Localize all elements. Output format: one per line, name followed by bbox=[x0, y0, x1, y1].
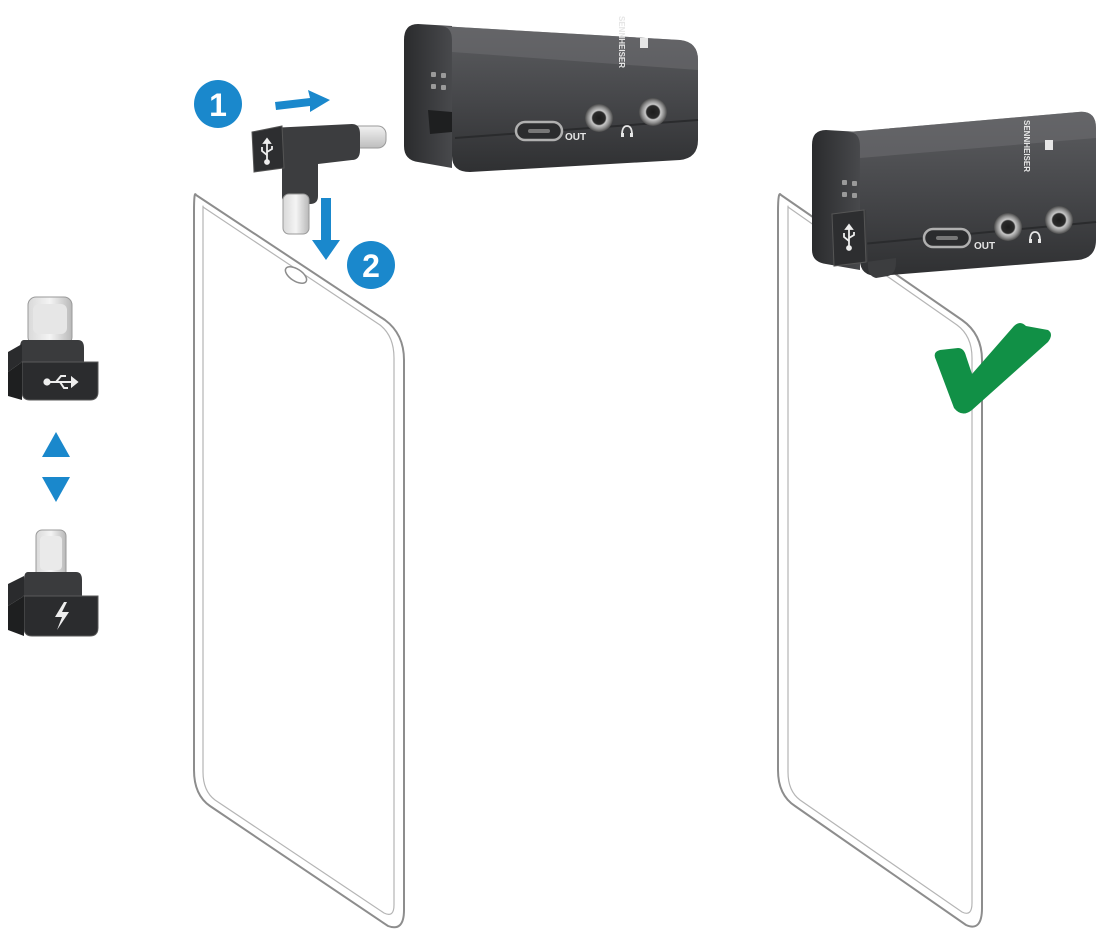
brand-logo-text: SENNHEISER bbox=[617, 16, 626, 68]
usb-symbol-icon bbox=[261, 137, 273, 165]
audio-out-jack bbox=[585, 104, 613, 132]
arrow-down-step2 bbox=[312, 198, 340, 260]
lightning-bolt-icon bbox=[55, 602, 69, 630]
headphone-jack bbox=[639, 98, 667, 126]
triangle-up-icon bbox=[42, 432, 70, 457]
arrow-right-step1 bbox=[275, 90, 330, 112]
checkmark-icon bbox=[934, 323, 1051, 414]
headphone-jack-attached bbox=[1045, 206, 1073, 234]
headphones-icon-attached bbox=[1029, 231, 1041, 243]
triangle-down-icon bbox=[42, 477, 70, 502]
smartphone-right bbox=[777, 193, 983, 928]
sennheiser-logo-icon bbox=[640, 38, 648, 48]
adapter-option-usb-c bbox=[8, 296, 99, 401]
step-2-badge: 2 bbox=[347, 241, 395, 289]
receiver-unit-attached: OUT SENNHEISER bbox=[812, 111, 1097, 278]
step-1-badge: 1 bbox=[194, 80, 242, 128]
out-label-attached: OUT bbox=[974, 241, 995, 252]
smartphone-left bbox=[193, 193, 405, 929]
usb-symbol-icon-option bbox=[43, 375, 79, 389]
audio-out-jack-attached bbox=[994, 213, 1022, 241]
charging-port bbox=[284, 266, 308, 284]
brand-logo-text-attached: SENNHEISER bbox=[1022, 120, 1031, 172]
step-1-number: 1 bbox=[209, 87, 227, 123]
usb-symbol-icon-attached bbox=[843, 223, 855, 251]
step-2-number: 2 bbox=[362, 248, 380, 284]
receiver-unit-top: OUT SENNHEISER bbox=[404, 16, 699, 172]
sennheiser-logo-icon-attached bbox=[1045, 140, 1053, 150]
out-label: OUT bbox=[565, 132, 586, 143]
adapter-option-lightning bbox=[8, 529, 99, 637]
usb-c-adapter-inserting bbox=[251, 124, 387, 235]
headphones-icon bbox=[621, 125, 633, 137]
swap-arrows bbox=[42, 432, 70, 502]
